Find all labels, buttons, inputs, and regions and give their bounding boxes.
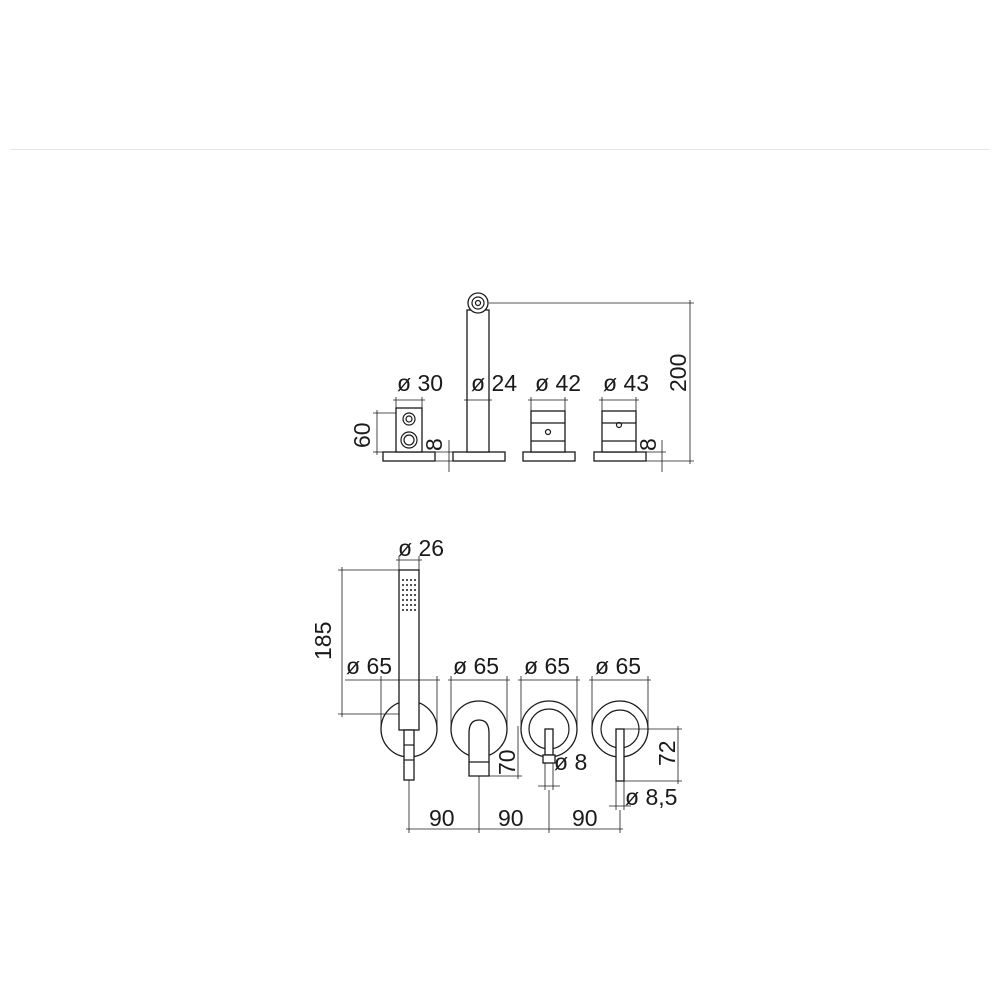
spout-outlet — [467, 292, 489, 314]
spout-base — [452, 451, 506, 462]
shower-nozzles — [402, 579, 416, 611]
dim-s90-2: 90 — [498, 805, 524, 831]
diverter-plan — [520, 700, 578, 764]
holder-outlet — [400, 431, 418, 449]
dim-s90-1: 90 — [429, 805, 455, 831]
dim-h8-right: 8 — [635, 438, 661, 451]
dim-d8-5: ø 8,5 — [625, 784, 677, 810]
spout-plan-body — [468, 719, 490, 777]
bottom-dimension-lines — [338, 556, 682, 833]
dim-d65-2: ø 65 — [453, 653, 499, 679]
dim-d24: ø 24 — [471, 370, 517, 396]
dim-d30: ø 30 — [397, 370, 443, 396]
top-dimension-lines — [373, 300, 694, 472]
holder-base — [382, 451, 436, 462]
dim-h185: 185 — [310, 622, 336, 660]
dim-d65-1: ø 65 — [346, 653, 392, 679]
dim-d42: ø 42 — [535, 370, 581, 396]
mixer-plan — [591, 700, 649, 782]
dim-d65-4: ø 65 — [595, 653, 641, 679]
diverter-lever — [544, 728, 554, 756]
dim-d26: ø 26 — [398, 535, 444, 561]
dim-s90-3: 90 — [572, 805, 598, 831]
mixer-body — [601, 410, 637, 453]
dim-h72: 72 — [654, 740, 680, 766]
dim-h70: 70 — [494, 749, 520, 775]
bath-spout — [452, 292, 506, 462]
mixer-lever — [615, 728, 625, 782]
dim-h60: 60 — [349, 422, 375, 448]
mixer — [593, 410, 647, 462]
diverter — [522, 410, 576, 462]
mixer-base — [593, 451, 647, 462]
bottom-view: ø 26 185 ø 65 ø 65 ø 65 ø 65 70 ø 8 72 ø… — [310, 535, 682, 833]
header-divider — [10, 149, 990, 150]
dim-h8-left: 8 — [421, 438, 447, 451]
top-view: ø 30 ø 24 ø 42 ø 43 60 8 8 200 — [349, 292, 694, 472]
shower-handle — [398, 569, 420, 731]
shower-hose-connector — [403, 729, 415, 781]
dim-d8: ø 8 — [554, 749, 587, 775]
dim-h200: 200 — [665, 354, 691, 392]
hand-shower-holder — [382, 407, 436, 462]
diverter-base — [522, 451, 576, 462]
dim-d65-3: ø 65 — [524, 653, 570, 679]
dim-d43: ø 43 — [603, 370, 649, 396]
hand-shower — [380, 569, 438, 781]
diverter-body — [530, 410, 566, 453]
holder-knob-top — [402, 412, 416, 426]
